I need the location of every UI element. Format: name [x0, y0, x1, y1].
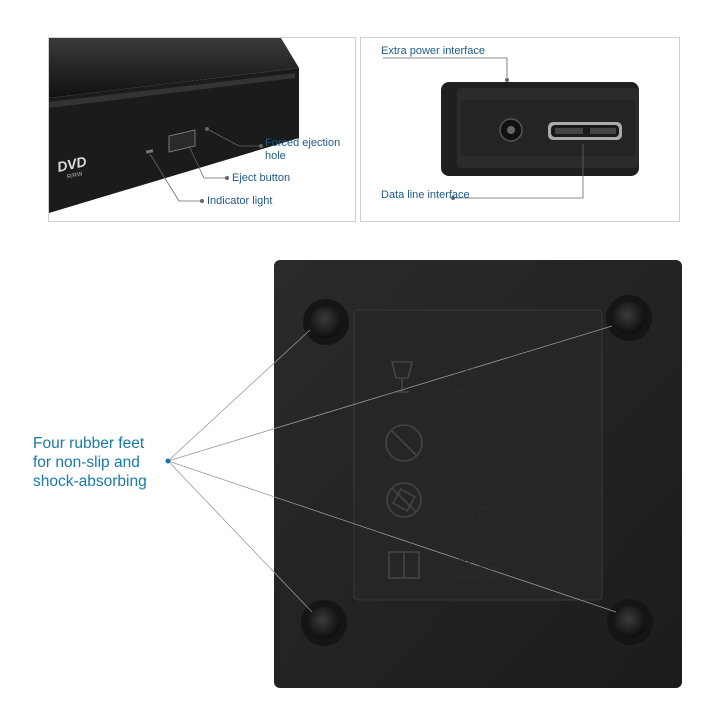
rubber-foot-top-left — [303, 299, 349, 345]
rubber-foot-top-right — [606, 295, 652, 341]
callout-leader-lines — [167, 325, 617, 613]
no-drop-text: Do not drop No dejar caer Nicht fallen l… — [454, 490, 511, 520]
callout-origin-dot — [165, 458, 171, 464]
label-plate — [353, 309, 603, 601]
drive-rear-illustration — [383, 57, 639, 200]
no-pressure-text: Do not press cover No presionar Nicht dr… — [454, 428, 513, 458]
drive-top-surface — [49, 38, 299, 98]
data-line-interface-label: Data line interface — [381, 189, 470, 201]
front-view-panel: DVD R/RW Forced ejection hole Eject butt… — [48, 37, 356, 222]
forced-ejection-hole-label: Forced ejection hole — [265, 137, 341, 162]
eject-button-label: Eject button — [232, 172, 291, 184]
indicator-light-label: Indicator light — [207, 195, 273, 207]
rubber-foot-bottom-right — [607, 599, 653, 645]
manual-text: Read the manual Lea el manual Handbuch l… — [454, 550, 508, 580]
indicator-light-shape — [145, 149, 154, 154]
rubber-feet-callout: Four rubber feet for non-slip and shock-… — [33, 435, 147, 490]
extra-power-interface-label: Extra power interface — [381, 45, 485, 57]
eject-button-shape — [168, 129, 196, 153]
no-pressure-icon — [385, 424, 423, 462]
forced-ejection-hole-shape — [205, 127, 209, 131]
rubber-foot-bottom-left — [301, 600, 347, 646]
no-drop-icon — [386, 482, 422, 518]
rear-view-panel: Extra power interface Data line interfac… — [360, 37, 680, 222]
drive-front-illustration — [49, 38, 299, 213]
fragile-text: Fragile Fragile Zerbrechlich 易碎品 — [454, 364, 493, 394]
manual-icon — [388, 551, 420, 579]
